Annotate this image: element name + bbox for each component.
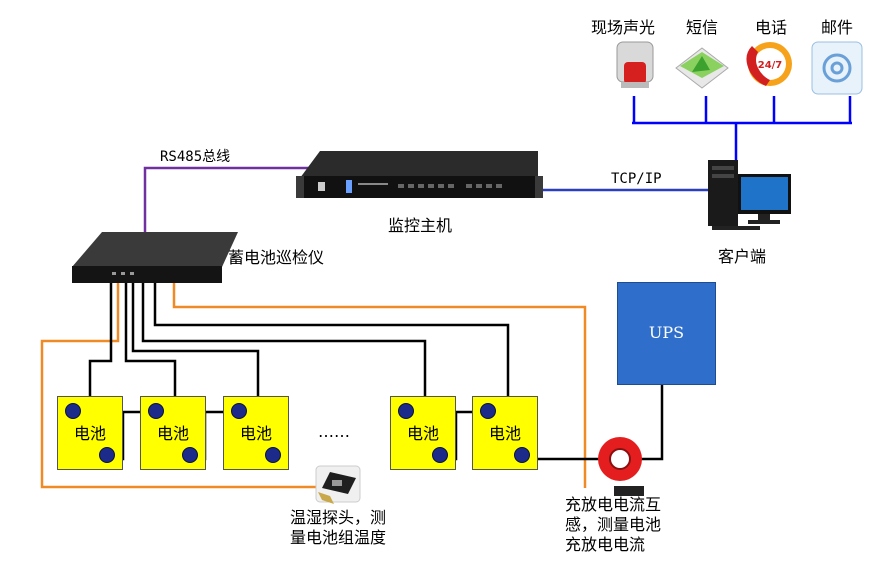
ct-caption: 充放电电流互 感，测量电池 充放电电流 [565,495,661,555]
phone-label: 电话 [755,18,788,37]
battery-terminal [480,403,496,419]
alarm-light-icon [616,41,654,88]
battery-terminal [514,447,530,463]
temp-humidity-sensor-icon [315,465,361,504]
email-icon [811,41,863,95]
sms-label: 短信 [686,18,719,37]
tcpip-label: TCP/IP [611,171,662,187]
battery-terminal [398,403,414,419]
ct-caption-line: 感，测量电池 [565,515,662,534]
battery: 电池 [140,396,206,470]
sensor-caption-line: 温湿探头，测 [290,508,387,527]
client-pc-icon [708,160,791,230]
phone-badge-text: 24/7 [758,60,783,71]
battery-label: 电池 [488,424,521,443]
rs485-bus-label: RS485总线 [160,149,231,165]
rs485-bus-line [143,166,310,240]
battery-terminal [99,447,115,463]
battery: 电池 [472,396,538,470]
inspector-label: 蓄电池巡检仪 [228,248,325,267]
battery-terminal [148,403,164,419]
phone-247-icon [746,42,792,86]
ups-unit: UPS [617,282,716,385]
battery-terminal [231,403,247,419]
sensor-wire [40,281,318,489]
monitor-host-label: 监控主机 [388,216,453,235]
battery: 电池 [57,396,123,470]
battery-label: 电池 [239,424,272,443]
battery-label: 电池 [406,424,439,443]
battery-label: 电池 [156,424,189,443]
battery-terminal [265,447,281,463]
alarm-label: 现场声光 [591,18,656,37]
battery-inspector-device [72,232,238,283]
current-sensor-wire [172,281,587,488]
battery: 电池 [390,396,456,470]
sms-envelope-icon [675,47,729,89]
current-transformer-icon [598,437,644,496]
battery: 电池 [223,396,289,470]
client-label: 客户端 [718,247,767,266]
alert-bus-lines [632,96,852,160]
monitor-host-device [296,151,543,198]
sampling-wires [88,281,510,399]
ct-caption-line: 充放电电流 [565,535,646,554]
battery-terminal [65,403,81,419]
battery-ellipsis: …… [318,422,350,441]
battery-terminal [432,447,448,463]
battery-label: 电池 [73,424,106,443]
ct-caption-line: 充放电电流互 [565,495,662,514]
sensor-caption: 温湿探头，测 量电池组温度 [290,508,386,548]
sensor-caption-line: 量电池组温度 [290,528,387,547]
battery-terminal [182,447,198,463]
ups-label: UPS [648,323,685,342]
email-label: 邮件 [821,18,854,37]
